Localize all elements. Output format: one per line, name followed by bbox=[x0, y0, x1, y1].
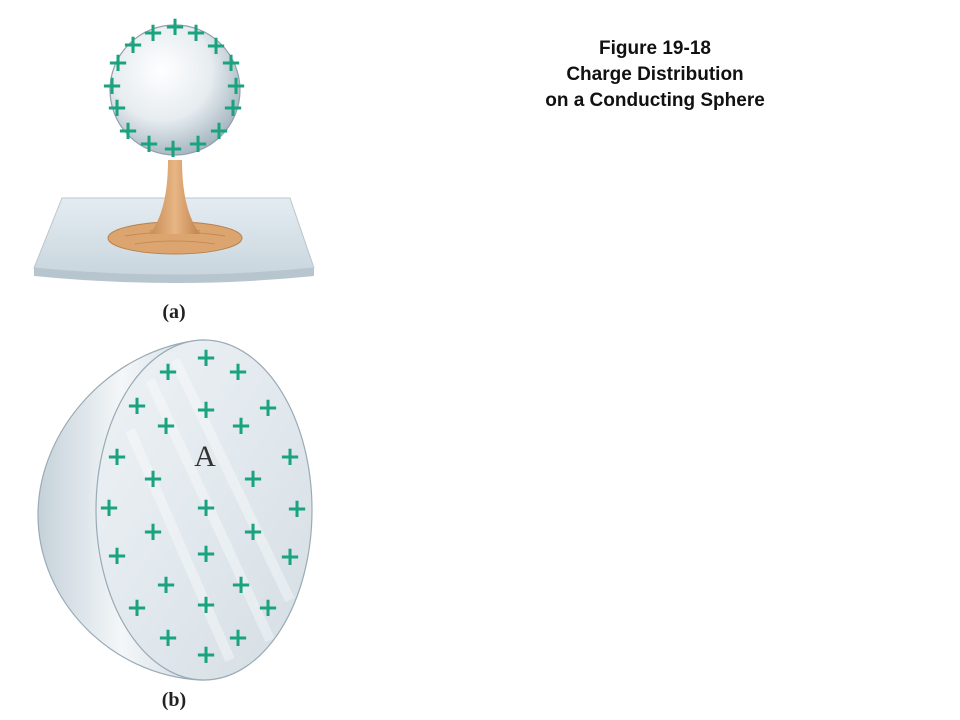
plus-charge-icon: + bbox=[279, 442, 301, 472]
panel-a-label: (a) bbox=[162, 301, 185, 323]
conducting-sphere bbox=[109, 24, 241, 156]
plus-charge-icon: + bbox=[220, 48, 242, 78]
plus-charge-icon: + bbox=[205, 31, 227, 61]
plus-charge-icon: + bbox=[195, 640, 217, 670]
plus-charge-icon: + bbox=[230, 411, 252, 441]
plus-charge-icon: + bbox=[126, 391, 148, 421]
plus-charge-icon: + bbox=[106, 93, 128, 123]
plus-charge-icon: + bbox=[157, 357, 179, 387]
plus-charge-icon: + bbox=[208, 116, 230, 146]
base-plate-edge bbox=[34, 268, 314, 283]
plus-charge-icon: + bbox=[257, 593, 279, 623]
plus-charge-icon: + bbox=[242, 517, 264, 547]
plus-charge-icon: + bbox=[142, 464, 164, 494]
sphere-surface-charges: ++++++++++++++++ bbox=[101, 12, 247, 164]
panel-a: ++++++++++++++++ (a) bbox=[33, 12, 315, 323]
plus-charge-icon: + bbox=[107, 48, 129, 78]
plus-charge-icon: + bbox=[155, 570, 177, 600]
caption-title-line-2: on a Conducting Sphere bbox=[545, 90, 765, 111]
panel-b-label: (b) bbox=[162, 689, 186, 711]
plus-charge-icon: + bbox=[138, 129, 160, 159]
plus-charge-icon: + bbox=[162, 134, 184, 164]
plus-charge-icon: + bbox=[142, 517, 164, 547]
plus-charge-icon: + bbox=[117, 116, 139, 146]
stand-post bbox=[150, 160, 200, 234]
plus-charge-icon: + bbox=[98, 493, 120, 523]
plus-charge-icon: + bbox=[122, 30, 144, 60]
plus-charge-icon: + bbox=[164, 12, 186, 42]
plus-charge-icon: + bbox=[187, 129, 209, 159]
caption-figure-number: Figure 19-18 bbox=[599, 38, 711, 59]
plus-charge-icon: + bbox=[279, 542, 301, 572]
plus-charge-icon: + bbox=[155, 411, 177, 441]
plus-charge-icon: + bbox=[195, 493, 217, 523]
plus-charge-icon: + bbox=[142, 18, 164, 48]
plus-charge-icon: + bbox=[106, 442, 128, 472]
plus-charge-icon: + bbox=[195, 343, 217, 373]
caption-title-line-1: Charge Distribution bbox=[566, 64, 744, 85]
figure-caption: Figure 19-18 Charge Distribution on a Co… bbox=[470, 36, 840, 114]
plus-charge-icon: + bbox=[227, 357, 249, 387]
panel-b: ++++++++++++++++++++++++++++ A (b) bbox=[37, 339, 313, 711]
plus-charge-icon: + bbox=[106, 541, 128, 571]
plus-charge-icon: + bbox=[195, 395, 217, 425]
plus-charge-icon: + bbox=[286, 494, 308, 524]
point-a-label: A bbox=[194, 440, 216, 473]
plus-charge-icon: + bbox=[126, 593, 148, 623]
plus-charge-icon: + bbox=[227, 623, 249, 653]
cut-face bbox=[95, 339, 313, 681]
plus-charge-icon: + bbox=[225, 71, 247, 101]
plus-charge-icon: + bbox=[195, 590, 217, 620]
plus-charge-icon: + bbox=[101, 71, 123, 101]
plus-charge-icon: + bbox=[257, 393, 279, 423]
plus-charge-icon: + bbox=[195, 539, 217, 569]
plus-charge-icon: + bbox=[222, 93, 244, 123]
plus-charge-icon: + bbox=[230, 570, 252, 600]
face-charges: ++++++++++++++++++++++++++++ bbox=[98, 343, 308, 670]
face-sheen bbox=[125, 357, 295, 662]
plus-charge-icon: + bbox=[157, 623, 179, 653]
plus-charge-icon: + bbox=[185, 18, 207, 48]
plus-charge-icon: + bbox=[242, 464, 264, 494]
